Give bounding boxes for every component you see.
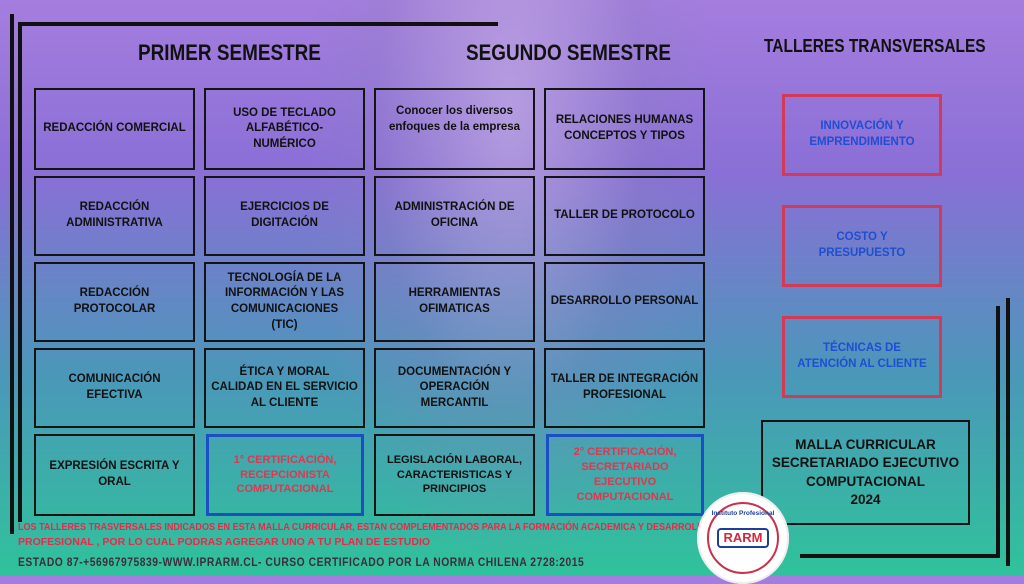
course-tic: TECNOLOGÍA DE LA INFORMACIÓN Y LAS COMUN… [204,262,365,342]
frame-line-left-inner [18,22,22,522]
course-desarrollo-personal: DESARROLLO PERSONAL [544,262,705,342]
logo-arc-text: Instituto Profesional [711,510,775,517]
course-redaccion-administrativa: REDACCIÓN ADMINISTRATIVA [34,176,195,256]
course-uso-teclado: USO DE TECLADO ALFABÉTICO- NUMÉRICO [204,88,365,170]
talleres-note: LOS TALLERES TRASVERSALES INDICADOS EN E… [18,520,738,549]
course-administracion-oficina: ADMINISTRACIÓN DE OFICINA [374,176,535,256]
course-herramientas-ofimaticas: HERRAMIENTAS OFIMATICAS [374,262,535,342]
certification-1-recepcionista: 1° CERTIFICACIÓN, RECEPCIONISTA COMPUTAC… [206,434,364,516]
frame-line-right-inner [996,306,1000,558]
course-enfoques-empresa: Conocer los diversos enfoques de la empr… [374,88,535,170]
heading-talleres-transversales: TALLERES TRANSVERSALES [764,36,986,56]
taller-atencion-cliente: TÉCNICAS DE ATENCIÓN AL CLIENTE [782,316,942,398]
heading-primer-semestre: PRIMER SEMESTRE [138,40,321,65]
logo-name: RARM [717,528,769,548]
course-comunicacion-efectiva: COMUNICACIÓN EFECTIVA [34,348,195,428]
frame-line-left-outer [10,14,14,534]
heading-segundo-semestre: SEGUNDO SEMESTRE [466,40,672,65]
taller-costo-presupuesto: COSTO Y PRESUPUESTO [782,205,942,287]
logo-ring [707,502,779,574]
course-taller-integracion: TALLER DE INTEGRACIÓN PROFESIONAL [544,348,705,428]
certification-2-secretariado: 2° CERTIFICACIÓN, SECRETARIADO EJECUTIVO… [546,434,704,516]
frame-line-bottom [800,554,1000,558]
frame-line-top [18,22,498,26]
frame-line-right-outer [1006,298,1010,566]
malla-curricular-title: MALLA CURRICULAR SECRETARIADO EJECUTIVO … [761,420,970,525]
course-etica-moral: ÉTICA Y MORAL CALIDAD EN EL SERVICIO AL … [204,348,365,428]
institute-logo: Instituto Profesional RARM [697,492,789,584]
talleres-note-line-2: PROFESIONAL , POR LO CUAL PODRAS AGREGAR… [18,535,431,548]
course-expresion-escrita-oral: EXPRESIÓN ESCRITA Y ORAL [34,434,195,516]
course-legislacion-laboral: LEGISLACIÓN LABORAL, CARACTERISTICAS Y P… [374,434,535,516]
contact-certification-line: ESTADO 87-+56967975839-WWW.IPRARM.CL- CU… [18,555,585,569]
course-redaccion-comercial: REDACCIÓN COMERCIAL [34,88,195,170]
taller-innovacion-emprendimiento: INNOVACIÓN Y EMPRENDIMIENTO [782,94,942,176]
course-documentacion-mercantil: DOCUMENTACIÓN Y OPERACIÓN MERCANTIL [374,348,535,428]
talleres-note-line-1: LOS TALLERES TRASVERSALES INDICADOS EN E… [18,521,710,533]
course-ejercicios-digitacion: EJERCICIOS DE DIGITACIÓN [204,176,365,256]
course-taller-protocolo: TALLER DE PROTOCOLO [544,176,705,256]
course-redaccion-protocolar: REDACCIÓN PROTOCOLAR [34,262,195,342]
course-relaciones-humanas: RELACIONES HUMANAS CONCEPTOS Y TIPOS [544,88,705,170]
background-photo-woman [300,0,720,576]
